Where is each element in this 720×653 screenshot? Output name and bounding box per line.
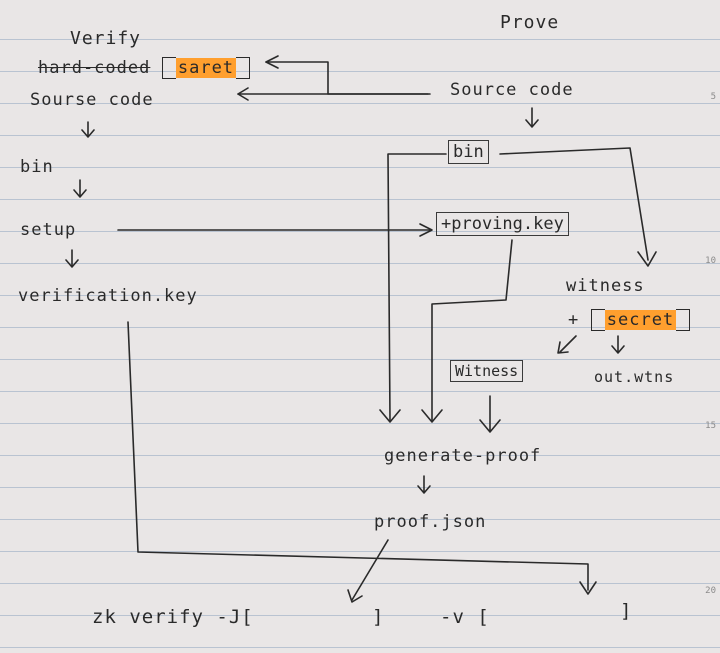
arrow-secret-to-outwtns (611, 335, 625, 354)
head-bin-to-witness (637, 251, 657, 267)
arrow-source-to-bin-right (525, 107, 539, 128)
margin-number-10: 10 (705, 256, 716, 266)
prove-title: Prove (500, 12, 560, 33)
margin-number-5: 5 (710, 92, 716, 102)
hardcoded-label: hard-coded saret (38, 57, 251, 79)
left-bin: bin (20, 157, 54, 177)
line-bin-to-generate (387, 153, 447, 421)
secret-group: + secret (568, 309, 691, 331)
verify-command: zk verify -J[ (92, 606, 254, 628)
proving-key-box: +proving.key (436, 212, 569, 236)
proof-json: proof.json (374, 512, 487, 532)
arrow-generate-to-proof (417, 475, 431, 494)
command-close-1: ] (372, 606, 385, 628)
head-proof-to-command (347, 589, 363, 603)
witness-box: Witness (450, 360, 524, 382)
loop-arrow-line (265, 61, 431, 95)
arrow-secret-to-witnessbox (557, 335, 577, 354)
line-proof-to-command (351, 539, 389, 601)
right-bin-box: bin (448, 140, 489, 164)
secret-plus: + (568, 310, 580, 330)
verify-title: Verify (70, 28, 142, 49)
arrow-setup-to-vkey (65, 249, 79, 268)
arrow-witness-to-generate (479, 395, 501, 433)
line-pkey-to-generate (431, 239, 513, 421)
line-vkey-to-command (127, 321, 589, 591)
witness-label: witness (566, 276, 645, 296)
generate-proof: generate-proof (384, 446, 542, 466)
head-pkey-to-generate (421, 409, 443, 423)
loop-arrow-head (265, 55, 279, 69)
left-source-code: Sourse code (30, 90, 154, 110)
hardcoded-text: hard-coded (38, 58, 151, 78)
head-vkey-to-command (579, 581, 597, 595)
command-close-2: ] (620, 600, 633, 622)
verification-key: verification.key (18, 286, 198, 306)
right-source-code: Source code (450, 80, 574, 100)
head-bin-to-generate (379, 409, 401, 423)
margin-number-20: 20 (705, 586, 716, 596)
out-wtns: out.wtns (594, 368, 675, 386)
arrow-source-to-bin (81, 121, 95, 138)
left-setup: setup (20, 220, 77, 240)
margin-number-15: 15 (705, 421, 716, 431)
arrow-setup-to-pkey-head (419, 223, 433, 237)
line-bin-to-witness (499, 147, 649, 261)
command-v-flag: -v [ (440, 606, 490, 628)
right-secret: secret (604, 310, 677, 330)
source-link-head (237, 87, 249, 101)
hardcoded-secret: saret (175, 58, 237, 78)
arrow-bin-to-setup (73, 179, 87, 198)
